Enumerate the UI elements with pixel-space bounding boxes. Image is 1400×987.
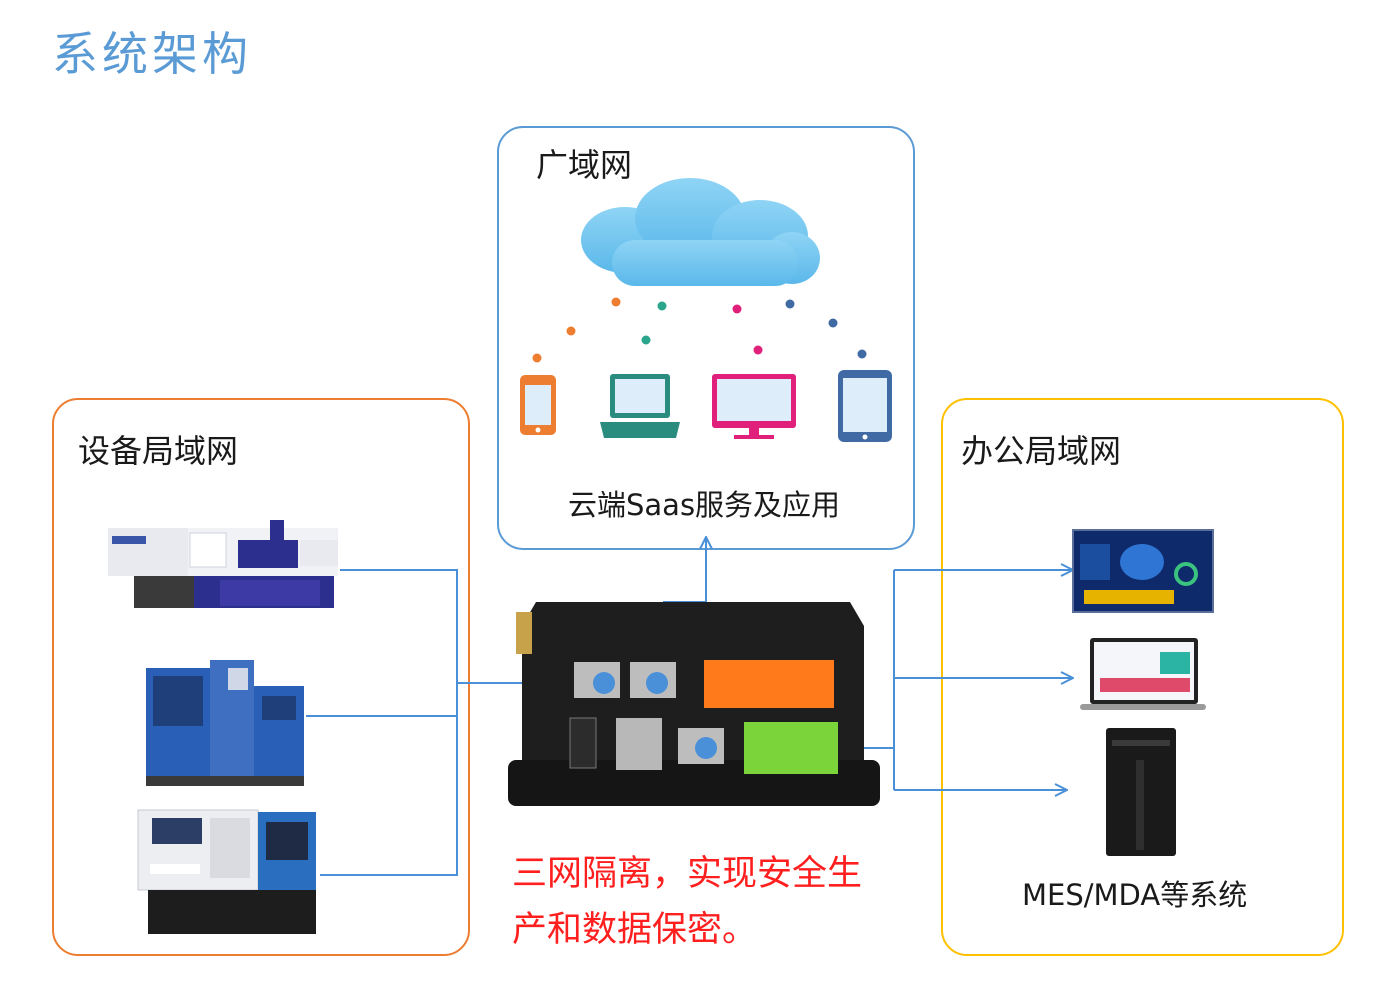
laptop-icon <box>600 374 680 438</box>
cloud-icon <box>581 178 820 286</box>
monitor-icon <box>712 374 796 439</box>
office-lan-label: 办公局域网 <box>961 432 1122 470</box>
cnc-lathe <box>137 809 316 934</box>
wan-label: 广域网 <box>536 146 633 184</box>
gateway-device <box>508 602 880 806</box>
signal-dots <box>532 297 867 363</box>
blow-molding-machine <box>146 660 304 786</box>
slogan-line-1: 三网隔离，实现安全生 <box>512 854 863 894</box>
laptop-dashboard <box>1080 638 1206 710</box>
tower-server <box>1106 728 1176 856</box>
office-caption: MES/MDA等系统 <box>1022 878 1248 912</box>
tablet-icon <box>838 370 892 442</box>
smartphone-icon <box>520 375 556 435</box>
wan-caption: 云端Saas服务及应用 <box>568 488 841 522</box>
page-title: 系统架构 <box>52 27 252 81</box>
device-lan-label: 设备局域网 <box>78 432 239 470</box>
injection-molding-machine <box>108 520 338 608</box>
slogan: 三网隔离，实现安全生 产和数据保密。 <box>512 846 892 958</box>
dashboard-screen <box>1072 529 1214 613</box>
slogan-line-2: 产和数据保密。 <box>512 910 758 950</box>
